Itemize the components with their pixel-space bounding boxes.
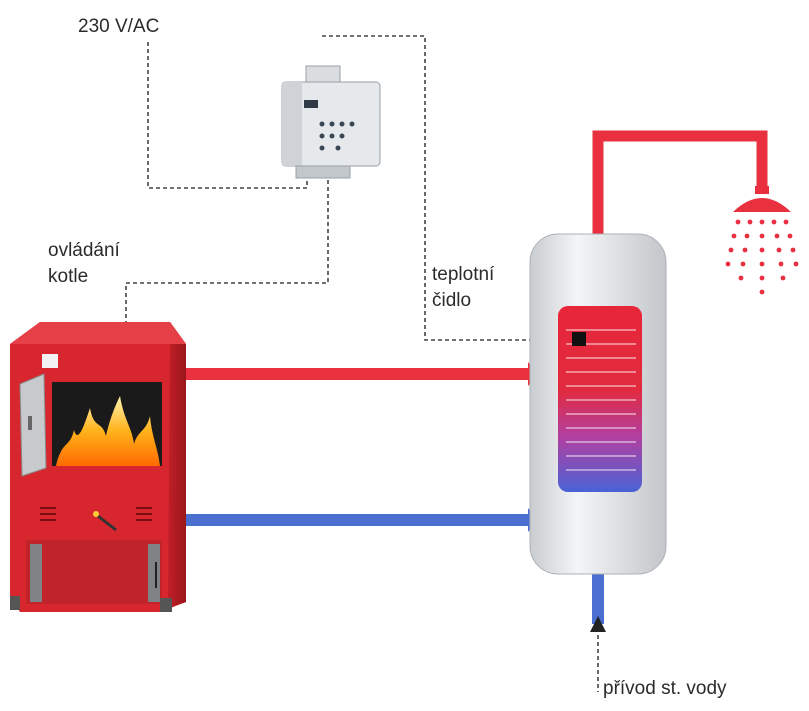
pipes — [150, 130, 768, 632]
hot-water-tank-icon — [529, 233, 667, 575]
din-rail-controller-icon — [281, 65, 381, 179]
boiler-control-label: ovládání kotle — [48, 238, 120, 290]
temperature-sensor-label: teplotní čidlo — [432, 262, 494, 314]
boiler-control-label-line1: ovládání — [48, 240, 120, 261]
hot-flow-pipe — [150, 368, 528, 380]
shower-head-icon — [725, 186, 799, 295]
control-wiring — [125, 35, 599, 692]
temperature-sensor-label-line1: teplotní — [432, 264, 495, 285]
inlet-arrow — [590, 616, 606, 632]
temperature-sensor-icon — [572, 332, 586, 346]
boiler-control-label-line2: kotle — [48, 266, 89, 287]
power-supply-label: 230 V/AC — [78, 16, 160, 37]
hot-water-outlet-pipe — [592, 130, 768, 236]
cold-return-pipe — [150, 514, 528, 526]
cold-water-inlet-pipe — [592, 566, 604, 624]
power-wire — [147, 42, 308, 189]
boiler-control-wire — [125, 180, 329, 322]
sensor-wire — [322, 35, 575, 341]
cold-water-supply-label: přívod st. vody — [603, 678, 727, 699]
solid-fuel-boiler-icon — [10, 322, 186, 612]
temperature-sensor-label-line2: čidlo — [432, 290, 472, 311]
